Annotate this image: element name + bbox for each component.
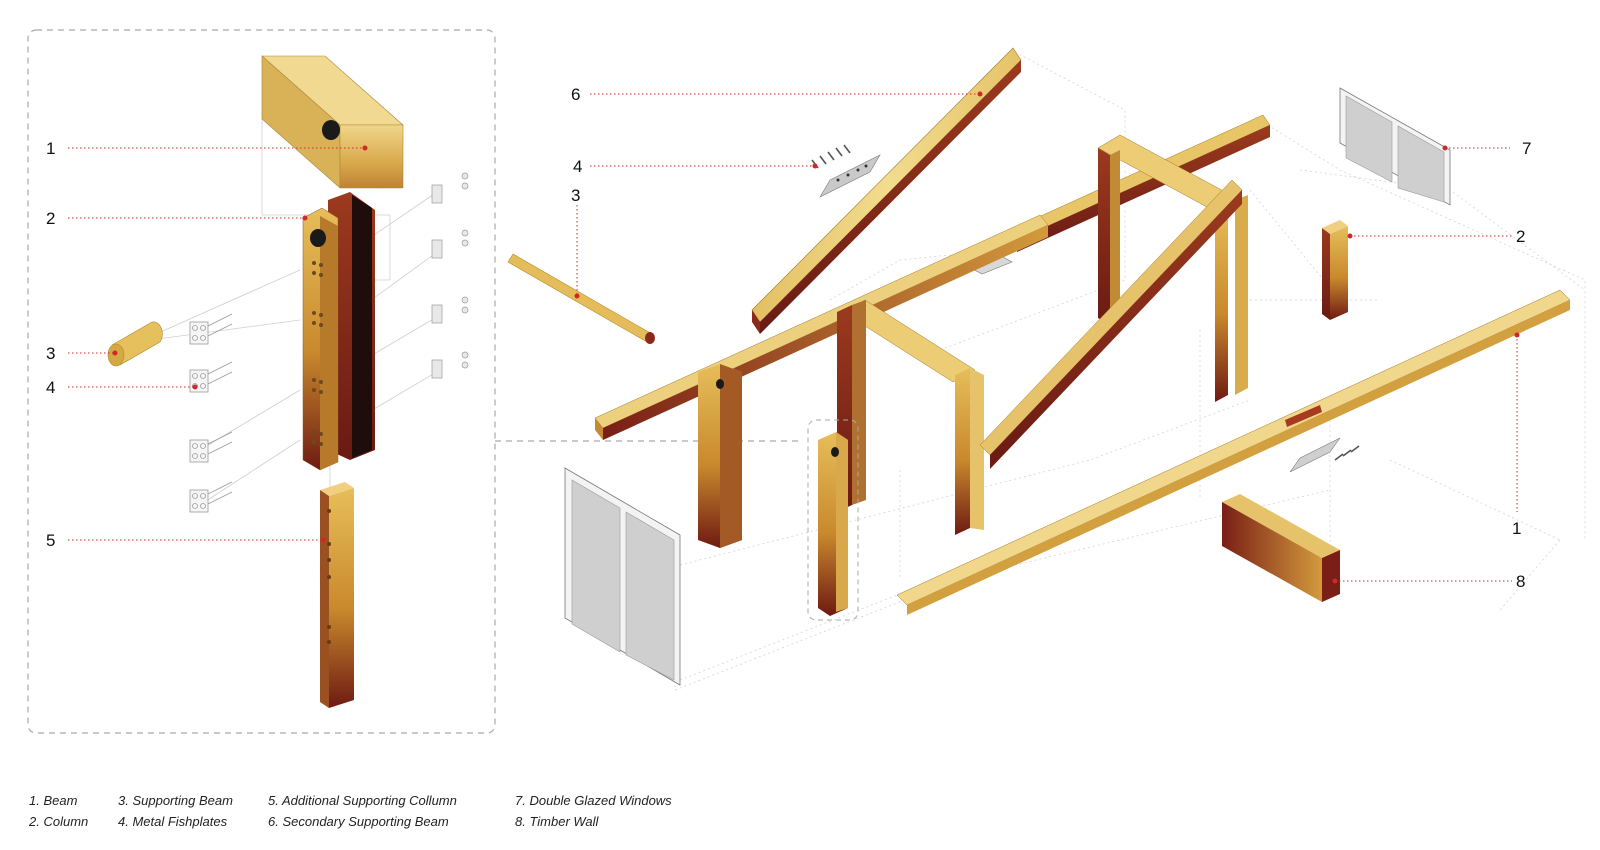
legend-column-3: 5. Additional Supporting Collumn 6. Seco… bbox=[268, 790, 457, 832]
window-right bbox=[1339, 87, 1451, 206]
detail-leaders bbox=[68, 147, 365, 541]
detail-bolts bbox=[431, 172, 469, 379]
front-portal-frame bbox=[837, 299, 984, 535]
additional-column-frame bbox=[807, 419, 859, 621]
secondary-supporting-beam bbox=[751, 47, 1022, 334]
timber-wall bbox=[1222, 494, 1340, 602]
legend-column-2: 3. Supporting Beam 4. Metal Fishplates bbox=[118, 790, 233, 832]
legend-item-supporting-beam: 3. Supporting Beam bbox=[118, 793, 233, 808]
rear-portal-frame bbox=[1097, 134, 1248, 402]
callout-secondary-supporting-beam: 6 bbox=[571, 85, 580, 104]
callout-metal-fishplates: 4 bbox=[46, 378, 55, 397]
fishplate-right bbox=[1289, 437, 1360, 473]
legend-item-additional-column: 5. Additional Supporting Collumn bbox=[268, 793, 457, 808]
legend-item-column: 2. Column bbox=[29, 814, 89, 829]
legend-item-metal-fishplates: 4. Metal Fishplates bbox=[118, 814, 228, 829]
legend-item-secondary-supporting-beam: 6. Secondary Supporting Beam bbox=[268, 814, 449, 829]
beam-bolt-hole bbox=[322, 120, 340, 140]
callout-fishplate: 4 bbox=[573, 157, 582, 176]
main-frame: 6 4 3 7 2 1 8 bbox=[507, 47, 1586, 691]
callout-additional-column: 5 bbox=[46, 531, 55, 550]
callout-supporting-beam: 3 bbox=[46, 344, 55, 363]
detail-column bbox=[302, 192, 375, 471]
column-bolt-hole bbox=[310, 229, 326, 247]
detail-beam bbox=[261, 55, 404, 189]
callout-column-right: 2 bbox=[1516, 227, 1525, 246]
callout-timber-wall: 8 bbox=[1516, 572, 1525, 591]
legend-column-1: 1. Beam 2. Column bbox=[29, 790, 88, 832]
diagonal-brace bbox=[979, 179, 1243, 469]
window-left bbox=[564, 467, 681, 686]
callout-column: 2 bbox=[46, 209, 55, 228]
legend-item-beam: 1. Beam bbox=[29, 793, 78, 808]
detail-supporting-beam bbox=[107, 321, 163, 367]
long-beam bbox=[896, 289, 1571, 615]
detail-panel-border bbox=[27, 29, 496, 734]
legend-item-double-glazed-windows: 7. Double Glazed Windows bbox=[515, 793, 672, 808]
front-left-post bbox=[698, 364, 742, 548]
legend-column-4: 7. Double Glazed Windows 8. Timber Wall bbox=[515, 790, 672, 832]
detail-additional-column bbox=[320, 482, 354, 708]
callout-beam: 1 bbox=[46, 139, 55, 158]
detail-metal-fishplates bbox=[189, 313, 233, 513]
supporting-beam-rod bbox=[507, 253, 655, 344]
legend-item-timber-wall: 8. Timber Wall bbox=[515, 814, 599, 829]
callout-long-beam: 1 bbox=[1512, 519, 1521, 538]
frame-leaders bbox=[576, 93, 1518, 582]
detail-panel: 1 2 3 4 5 bbox=[27, 29, 496, 734]
callout-windows: 7 bbox=[1522, 139, 1531, 158]
callout-supporting-beam-rod: 3 bbox=[571, 186, 580, 205]
fishplate-top bbox=[811, 144, 881, 198]
column-right bbox=[1322, 220, 1348, 320]
